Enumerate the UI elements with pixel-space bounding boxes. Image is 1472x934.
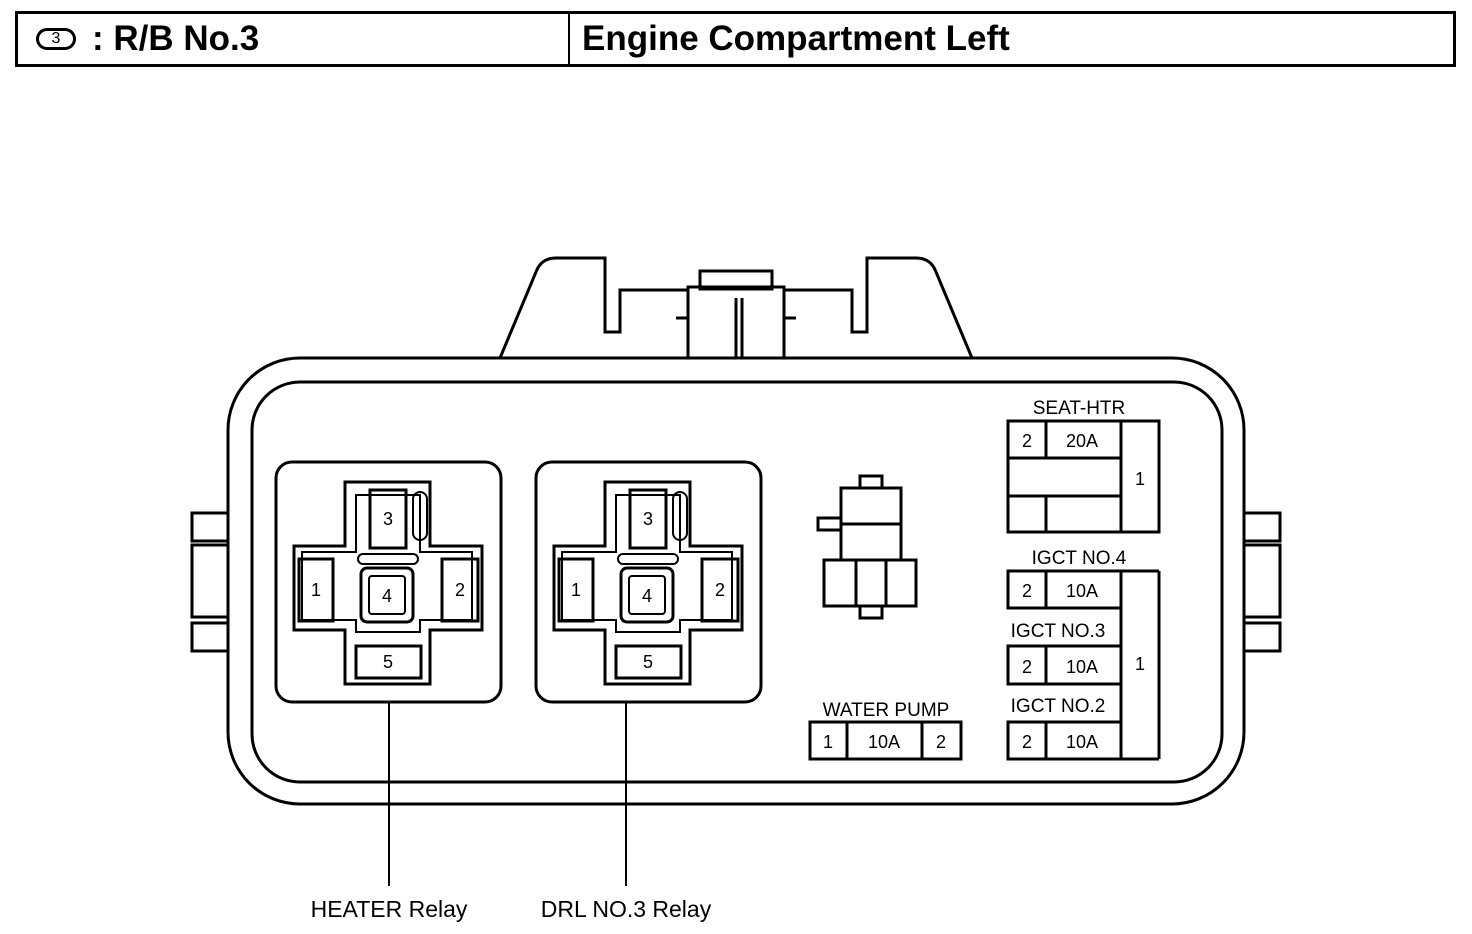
water-pump-pin-1: 1 bbox=[823, 732, 833, 752]
top-bracket bbox=[498, 256, 974, 360]
drl-relay-term-2: 2 bbox=[715, 580, 725, 600]
header-bar: 3 : R/B No.3 Engine Compartment Left bbox=[15, 11, 1456, 67]
igct-no3-label: IGCT NO.3 bbox=[1011, 621, 1106, 642]
igct-common-pin-1: 1 bbox=[1135, 654, 1145, 674]
seat-htr-pin-2: 2 bbox=[1022, 431, 1032, 451]
heater-relay-term-2: 2 bbox=[455, 580, 465, 600]
heater-relay-term-5: 5 bbox=[383, 652, 393, 672]
igct-no2-pin-2: 2 bbox=[1022, 732, 1032, 752]
heater-relay-term-3: 3 bbox=[383, 509, 393, 529]
block-title: : R/B No.3 bbox=[92, 19, 260, 58]
small-connector bbox=[816, 474, 918, 620]
igct-no2-label: IGCT NO.2 bbox=[1011, 696, 1106, 717]
housing-outer bbox=[226, 356, 1246, 806]
igct-no3-rating: 10A bbox=[1066, 657, 1098, 677]
heater-relay-term-1: 1 bbox=[311, 580, 321, 600]
water-pump-pin-2: 2 bbox=[936, 732, 946, 752]
heater-relay-label: HEATER Relay bbox=[311, 896, 468, 922]
drl-relay-label: DRL NO.3 Relay bbox=[541, 896, 712, 922]
igct-no4-pin-2: 2 bbox=[1022, 581, 1032, 601]
drl-relay-socket bbox=[534, 460, 763, 704]
right-tabs bbox=[1242, 511, 1282, 653]
igct-no2-rating: 10A bbox=[1066, 732, 1098, 752]
drl-relay-term-5: 5 bbox=[643, 652, 653, 672]
drl-relay-term-1: 1 bbox=[571, 580, 581, 600]
igct-fuse-block bbox=[1006, 569, 1161, 761]
water-pump-label: WATER PUMP bbox=[823, 700, 950, 721]
igct-no4-rating: 10A bbox=[1066, 581, 1098, 601]
drl-relay-term-4: 4 bbox=[642, 586, 652, 606]
header-block-cell: 3 : R/B No.3 bbox=[18, 14, 570, 64]
heater-relay-term-4: 4 bbox=[382, 586, 392, 606]
igct-no3-pin-2: 2 bbox=[1022, 657, 1032, 677]
igct-no4-label: IGCT NO.4 bbox=[1032, 548, 1127, 569]
seat-htr-fuse-slot bbox=[1006, 419, 1161, 534]
water-pump-fuse-slot bbox=[808, 720, 963, 761]
seat-htr-label: SEAT-HTR bbox=[1033, 398, 1126, 419]
seat-htr-rating: 20A bbox=[1066, 431, 1098, 451]
left-tabs bbox=[190, 511, 230, 653]
seat-htr-pin-1: 1 bbox=[1135, 469, 1145, 489]
connector-number-badge: 3 bbox=[36, 28, 76, 50]
water-pump-rating: 10A bbox=[868, 732, 900, 752]
badge-number: 3 bbox=[51, 30, 61, 47]
header-location-cell: Engine Compartment Left bbox=[570, 14, 1453, 64]
drl-relay-term-3: 3 bbox=[643, 509, 653, 529]
location-title: Engine Compartment Left bbox=[582, 19, 1010, 58]
housing-inner bbox=[250, 380, 1224, 784]
